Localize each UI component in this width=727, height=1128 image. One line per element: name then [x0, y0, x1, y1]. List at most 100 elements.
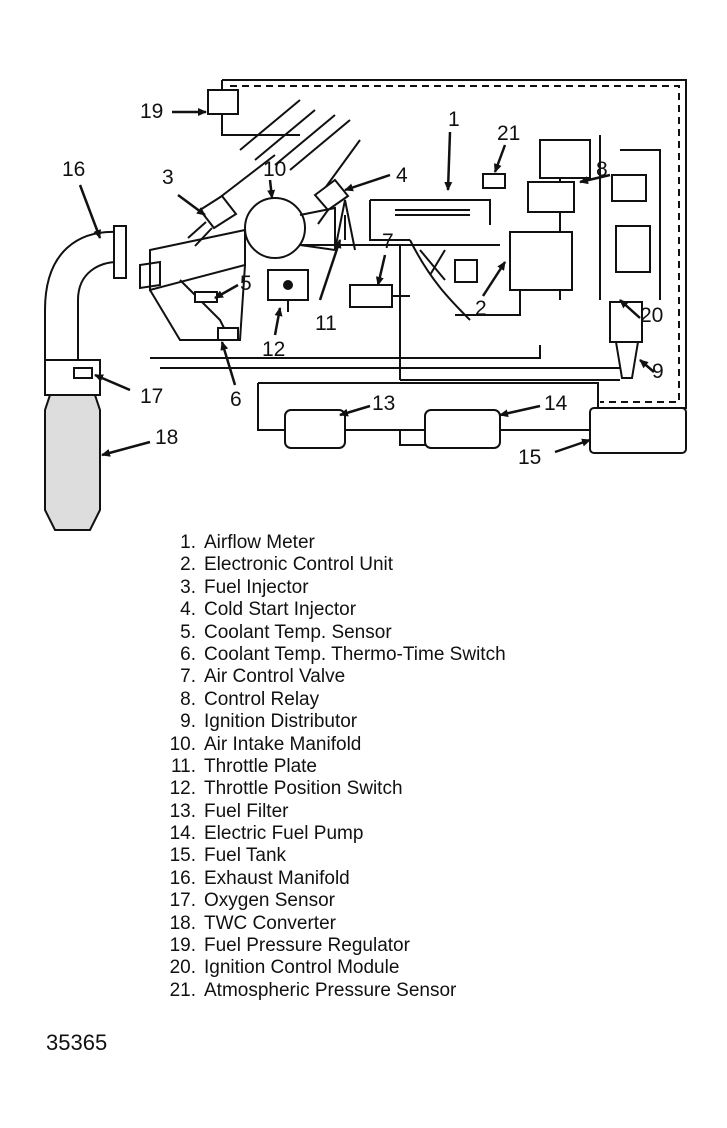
legend-number: 1.: [180, 532, 196, 553]
electronic-control-unit: [454, 231, 573, 291]
callout-2: 2: [475, 297, 487, 320]
legend-label: TWC Converter: [204, 912, 336, 934]
callout-4: 4: [396, 164, 408, 187]
legend-item: 3. Fuel Injector: [150, 577, 670, 599]
wiring-harness: [150, 79, 687, 409]
legend-label: Ignition Control Module: [204, 957, 400, 979]
atmospheric-pressure-sensor: [482, 173, 506, 189]
legend-number: 12.: [169, 778, 196, 800]
legend-item: 14. Electric Fuel Pump: [150, 823, 670, 845]
legend-number: 10.: [169, 733, 196, 755]
legend-item: 4. Cold Start Injector: [150, 599, 670, 621]
ignition-distributor: [609, 301, 643, 379]
legend-number: 4.: [180, 599, 196, 621]
legend-number: 7.: [180, 666, 196, 688]
callout-15: 15: [518, 446, 541, 469]
legend-item: 1. Airflow Meter: [150, 532, 670, 554]
legend-item: 11. Throttle Plate: [150, 756, 670, 778]
twc-converter: [44, 394, 101, 531]
legend-label: Coolant Temp. Sensor: [204, 621, 392, 643]
callout-3: 3: [162, 166, 174, 189]
callout-16: 16: [62, 158, 85, 181]
fuel-injector: [187, 194, 238, 247]
callout-19: 19: [140, 100, 163, 123]
callout-13: 13: [372, 392, 395, 415]
legend-label: Oxygen Sensor: [204, 890, 335, 912]
legend-number: 6.: [180, 643, 196, 665]
throttle-plate: [334, 199, 356, 251]
callout-20: 20: [640, 304, 663, 327]
legend-number: 8.: [180, 688, 196, 710]
callout-18: 18: [155, 426, 178, 449]
callout-1: 1: [448, 108, 460, 131]
callout-12: 12: [262, 338, 285, 361]
legend-label: Cold Start Injector: [204, 599, 357, 621]
callout-21: 21: [497, 122, 520, 145]
callout-11: 11: [315, 312, 337, 335]
legend-item: 21. Atmospheric Pressure Sensor: [150, 980, 670, 1002]
legend-number: 11.: [170, 755, 196, 777]
fuel-pressure-regulator: [207, 89, 300, 136]
legend-number: 9.: [180, 711, 196, 733]
legend-label: Atmospheric Pressure Sensor: [204, 979, 457, 1001]
legend-number: 13.: [169, 800, 196, 822]
legend-label: Fuel Injector: [204, 576, 309, 598]
callout-17: 17: [140, 385, 163, 408]
coolant-sensors: [194, 291, 239, 341]
legend-item: 10. Air Intake Manifold: [150, 734, 670, 756]
legend-label: Ignition Distributor: [204, 711, 358, 733]
engine-block: [139, 228, 246, 341]
legend-item: 13.Fuel Filter: [150, 801, 670, 823]
figure-code: 35365: [46, 1030, 108, 1055]
legend-label: Airflow Meter: [204, 532, 315, 553]
legend-number: 15.: [169, 845, 196, 867]
legend-label: Throttle Position Switch: [204, 778, 403, 800]
legend-item: 9. Ignition Distributor: [150, 711, 670, 733]
legend-item: 18. TWC Converter: [150, 913, 670, 935]
legend-item: 2.Electronic Control Unit: [150, 554, 670, 576]
control-relay: [527, 139, 647, 213]
throttle-position-switch: [267, 269, 309, 312]
legend-item: 7.Air Control Valve: [150, 666, 670, 688]
leader-arrows: [78, 108, 655, 457]
air-intake-manifold: [244, 197, 336, 259]
airflow-meter: [369, 199, 491, 321]
legend-number: 2.: [180, 554, 196, 576]
legend-number: 19.: [169, 935, 196, 957]
engine-system-diagram: 19 1 21 8 10 4 3 16 7 5 11 2 20 12 9 17 …: [44, 79, 687, 531]
air-control-valve: [349, 284, 410, 308]
legend-number: 21.: [169, 979, 196, 1001]
legend-number: 18.: [169, 912, 196, 934]
legend-number: 20.: [169, 957, 196, 979]
component-legend: 1. Airflow Meter 2.Electronic Control Uni…: [150, 532, 670, 1002]
callout-10: 10: [263, 158, 286, 181]
legend-label: Electric Fuel Pump: [204, 823, 364, 845]
legend-number: 17.: [169, 890, 196, 912]
callout-7: 7: [382, 230, 394, 253]
callout-5: 5: [240, 272, 252, 295]
legend-label: Fuel Pressure Regulator: [204, 935, 410, 957]
legend-item: 20. Ignition Control Module: [150, 957, 670, 979]
legend-item: 19. Fuel Pressure Regulator: [150, 935, 670, 957]
cold-start-injector: [313, 178, 350, 225]
legend-label: Air Intake Manifold: [204, 733, 362, 755]
legend-label: Fuel Tank: [204, 845, 287, 867]
callout-9: 9: [652, 360, 664, 383]
legend-label: Coolant Temp. Thermo-Time Switch: [204, 643, 506, 665]
legend-number: 14.: [169, 823, 196, 845]
callout-14: 14: [544, 392, 568, 415]
electric-fuel-pump: [424, 409, 501, 449]
legend-number: 3.: [180, 576, 196, 598]
fuel-tank: [589, 407, 687, 454]
legend-label: Control Relay: [204, 688, 320, 710]
legend-item: 15. Fuel Tank: [150, 845, 670, 867]
callout-6: 6: [230, 388, 242, 411]
legend-number: 16.: [169, 867, 196, 889]
callout-labels: 19 1 21 8 10 4 3 16 7 5 11 2 20 12 9 17 …: [62, 100, 664, 469]
fuel-lines: [257, 382, 599, 446]
legend-item: 8. Control Relay: [150, 689, 670, 711]
legend-item: 16. Exhaust Manifold: [150, 868, 670, 890]
legend-label: Throttle Plate: [204, 755, 317, 777]
legend-item: 12. Throttle Position Switch: [150, 778, 670, 800]
legend-label: Exhaust Manifold: [204, 867, 350, 889]
